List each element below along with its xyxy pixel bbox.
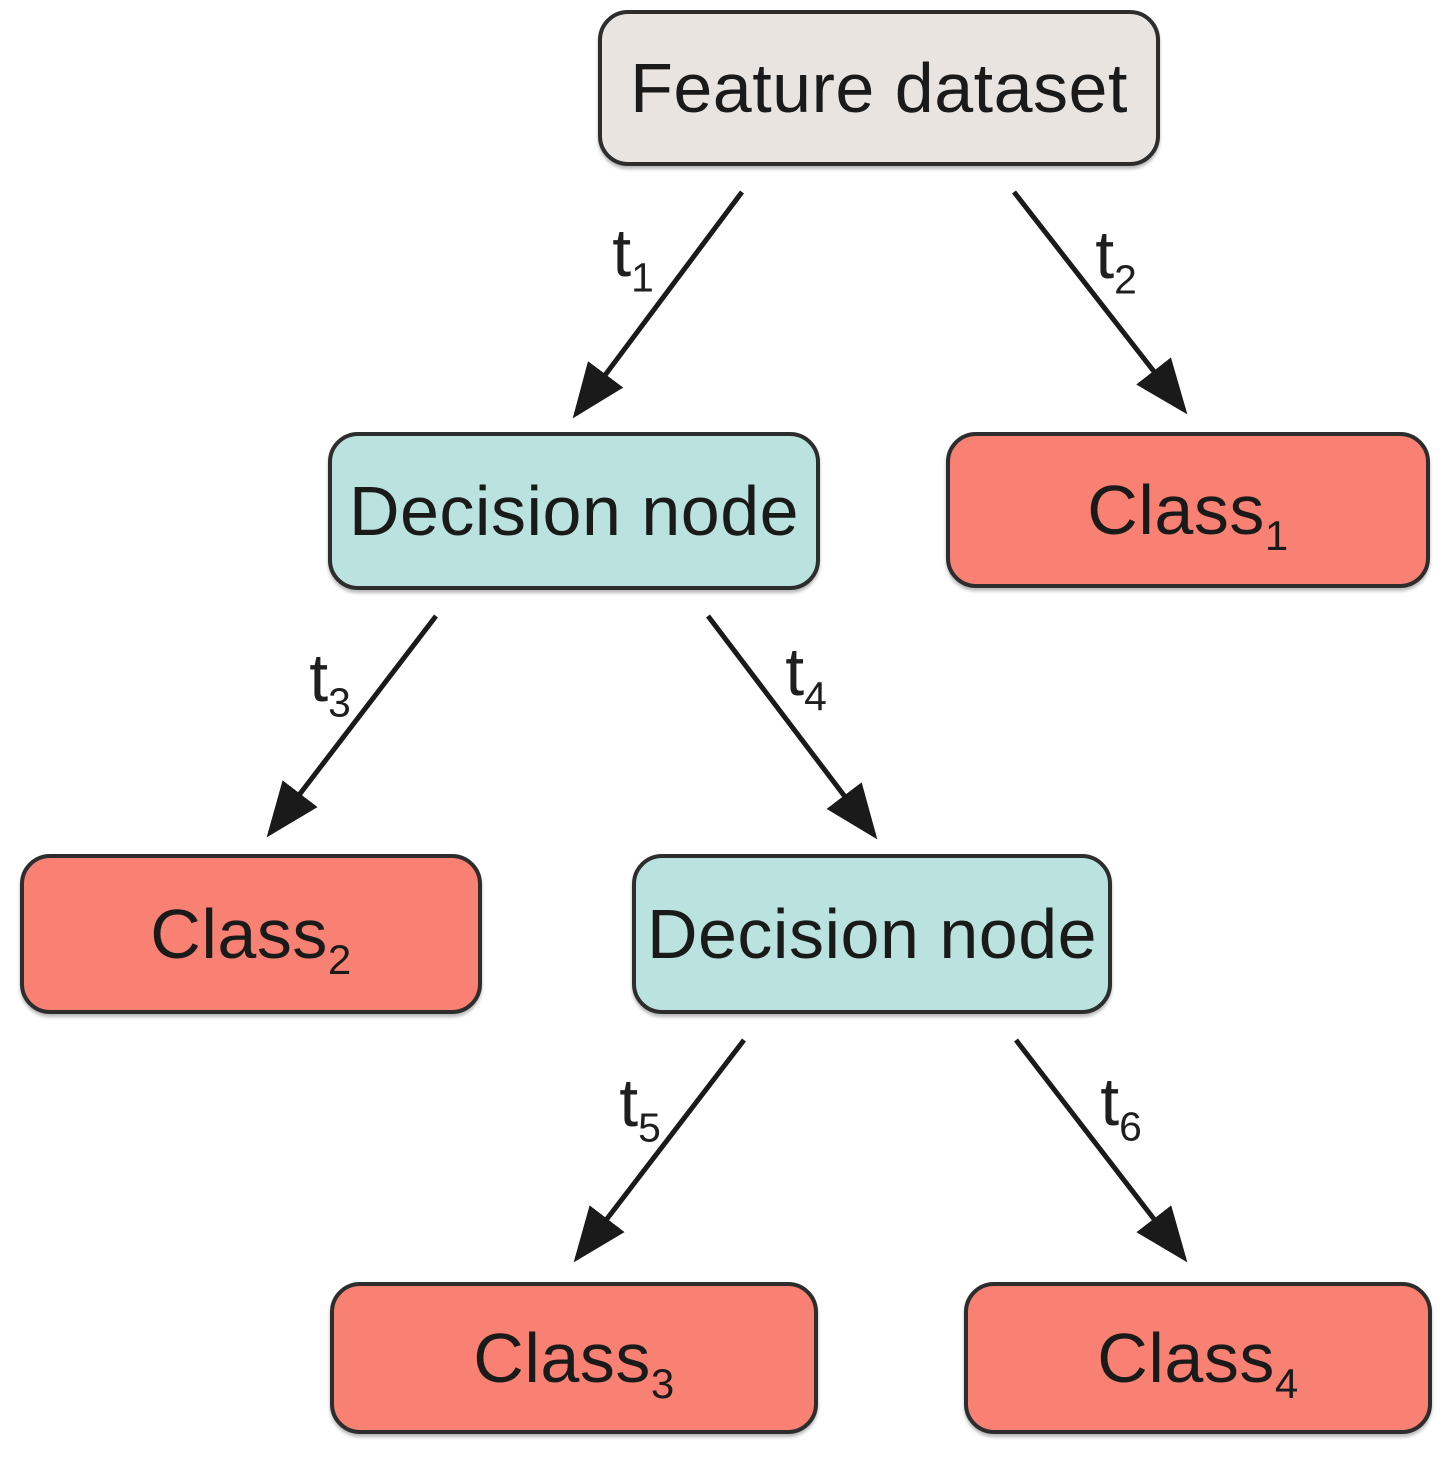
node-class-2: Class2 bbox=[20, 854, 482, 1014]
node-class-1-label: Class1 bbox=[1087, 471, 1289, 559]
node-feature-dataset-label: Feature dataset bbox=[630, 49, 1128, 127]
node-feature-dataset: Feature dataset bbox=[598, 10, 1160, 166]
edge-t5-arrow bbox=[573, 1038, 746, 1263]
edge-t2-arrow bbox=[1012, 190, 1188, 415]
node-class-2-label: Class2 bbox=[150, 895, 352, 983]
node-class-3-subscript: 3 bbox=[650, 1359, 675, 1407]
edge-label-t1: t1 bbox=[612, 215, 654, 301]
node-class-1-subscript: 1 bbox=[1264, 511, 1289, 559]
node-class-4: Class4 bbox=[964, 1282, 1432, 1434]
edge-t3-arrow bbox=[266, 614, 438, 838]
edge-t6-arrow bbox=[1014, 1038, 1188, 1263]
edge-label-t4: t4 bbox=[785, 634, 827, 720]
edge-label-t2: t2 bbox=[1095, 217, 1137, 303]
edge-label-t5: t5 bbox=[619, 1065, 661, 1151]
node-class-3: Class3 bbox=[330, 1282, 818, 1434]
node-class-4-label: Class4 bbox=[1097, 1319, 1299, 1407]
edge-t1-arrow bbox=[572, 190, 745, 419]
node-decision-2-label: Decision node bbox=[646, 895, 1098, 973]
edge-label-t6: t6 bbox=[1100, 1064, 1142, 1150]
node-decision-1: Decision node bbox=[328, 432, 820, 590]
node-class-3-label: Class3 bbox=[473, 1319, 675, 1407]
node-class-1: Class1 bbox=[946, 432, 1430, 588]
node-class-2-subscript: 2 bbox=[327, 935, 352, 983]
node-decision-1-label: Decision node bbox=[348, 472, 800, 550]
node-decision-2: Decision node bbox=[632, 854, 1112, 1014]
edge-t4-arrow bbox=[706, 614, 878, 840]
node-class-4-subscript: 4 bbox=[1274, 1359, 1299, 1407]
edge-label-t3: t3 bbox=[309, 640, 351, 726]
